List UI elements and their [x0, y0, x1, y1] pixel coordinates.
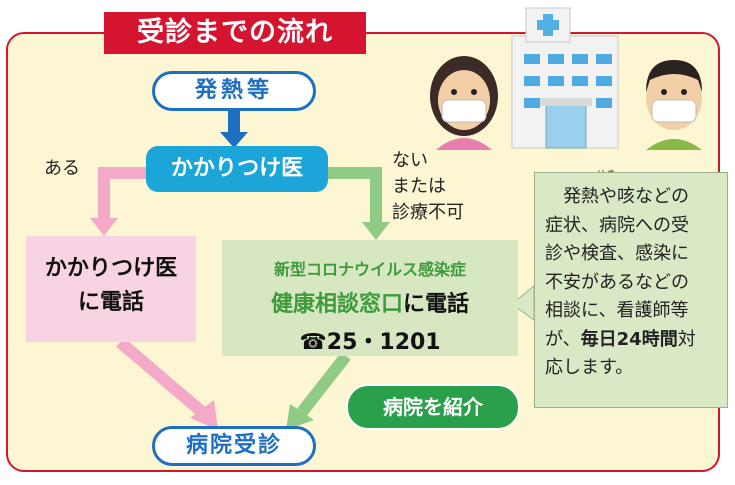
call-family-doctor-box: かかりつけ医 に電話: [26, 236, 196, 342]
note-line2: 症状、病院への受: [545, 214, 689, 236]
consult-call-text: に電話: [403, 292, 470, 317]
call-gp-line2: に電話: [77, 290, 144, 315]
no-label: ない または 診療不可: [392, 146, 464, 224]
phone-number: 25・1201: [326, 330, 441, 355]
page-title: 受診までの流れ: [104, 12, 366, 54]
arrowhead-pink-exam: [190, 400, 218, 430]
arrow-pink-yes: [98, 167, 146, 220]
info-note: 発熱や咳などの 症状、病院への受 診や検査、感染に 不安があるなどの 相談に、看…: [534, 172, 728, 408]
arrowhead-blue: [220, 132, 248, 148]
man-with-mask-illustration: [646, 60, 702, 150]
note-line6-bold: 毎日24時間: [580, 328, 678, 350]
note-line7: 応します。: [545, 357, 634, 378]
arrowhead-green-exam: [286, 404, 314, 430]
no-label-line1: ない: [392, 150, 428, 171]
note-line5: 相談に、看護師等: [545, 300, 689, 321]
note-line3: 診や検査、感染に: [545, 243, 689, 264]
arrow-green-exam: [297, 352, 351, 416]
arrow-pink-exam: [116, 337, 206, 417]
no-label-line3: 診療不可: [392, 202, 464, 223]
woman-with-mask-illustration: [430, 56, 498, 150]
consult-title: 新型コロナウイルス感染症: [273, 260, 466, 279]
arrow-down-blue: [228, 111, 240, 135]
yes-label: ある: [44, 158, 80, 179]
hospital-visit-node: 病院受診: [152, 426, 316, 466]
note-line1: 発熱や咳などの: [563, 186, 689, 207]
note-line6: が、毎日24時間対: [545, 326, 719, 355]
call-gp-line1: かかりつけ医: [44, 256, 178, 281]
hospital-referral-badge: 病院を紹介: [346, 384, 520, 430]
arrow-green-no: [328, 167, 382, 224]
consultation-box: 新型コロナウイルス感染症 健康相談窓口に電話 ☎25・1201: [222, 240, 518, 356]
note-line4: 不安があるなどの: [545, 271, 689, 293]
arrowhead-green-no: [362, 222, 390, 240]
note-line6-suffix: 対: [677, 328, 696, 350]
consult-line2: 健康相談窓口に電話: [222, 286, 518, 318]
note-line6-prefix: が、: [545, 328, 581, 350]
arrowhead-pink-yes: [90, 218, 118, 236]
hospital-building-illustration: [511, 7, 619, 149]
consult-desk-name: 健康相談窓口: [270, 292, 403, 317]
no-label-line2: または: [392, 176, 446, 197]
family-doctor-node: かかりつけ医: [146, 146, 328, 192]
fever-node: 発熱等: [152, 71, 316, 111]
phone-icon: ☎: [299, 330, 327, 355]
phone-line: ☎25・1201: [222, 324, 518, 356]
